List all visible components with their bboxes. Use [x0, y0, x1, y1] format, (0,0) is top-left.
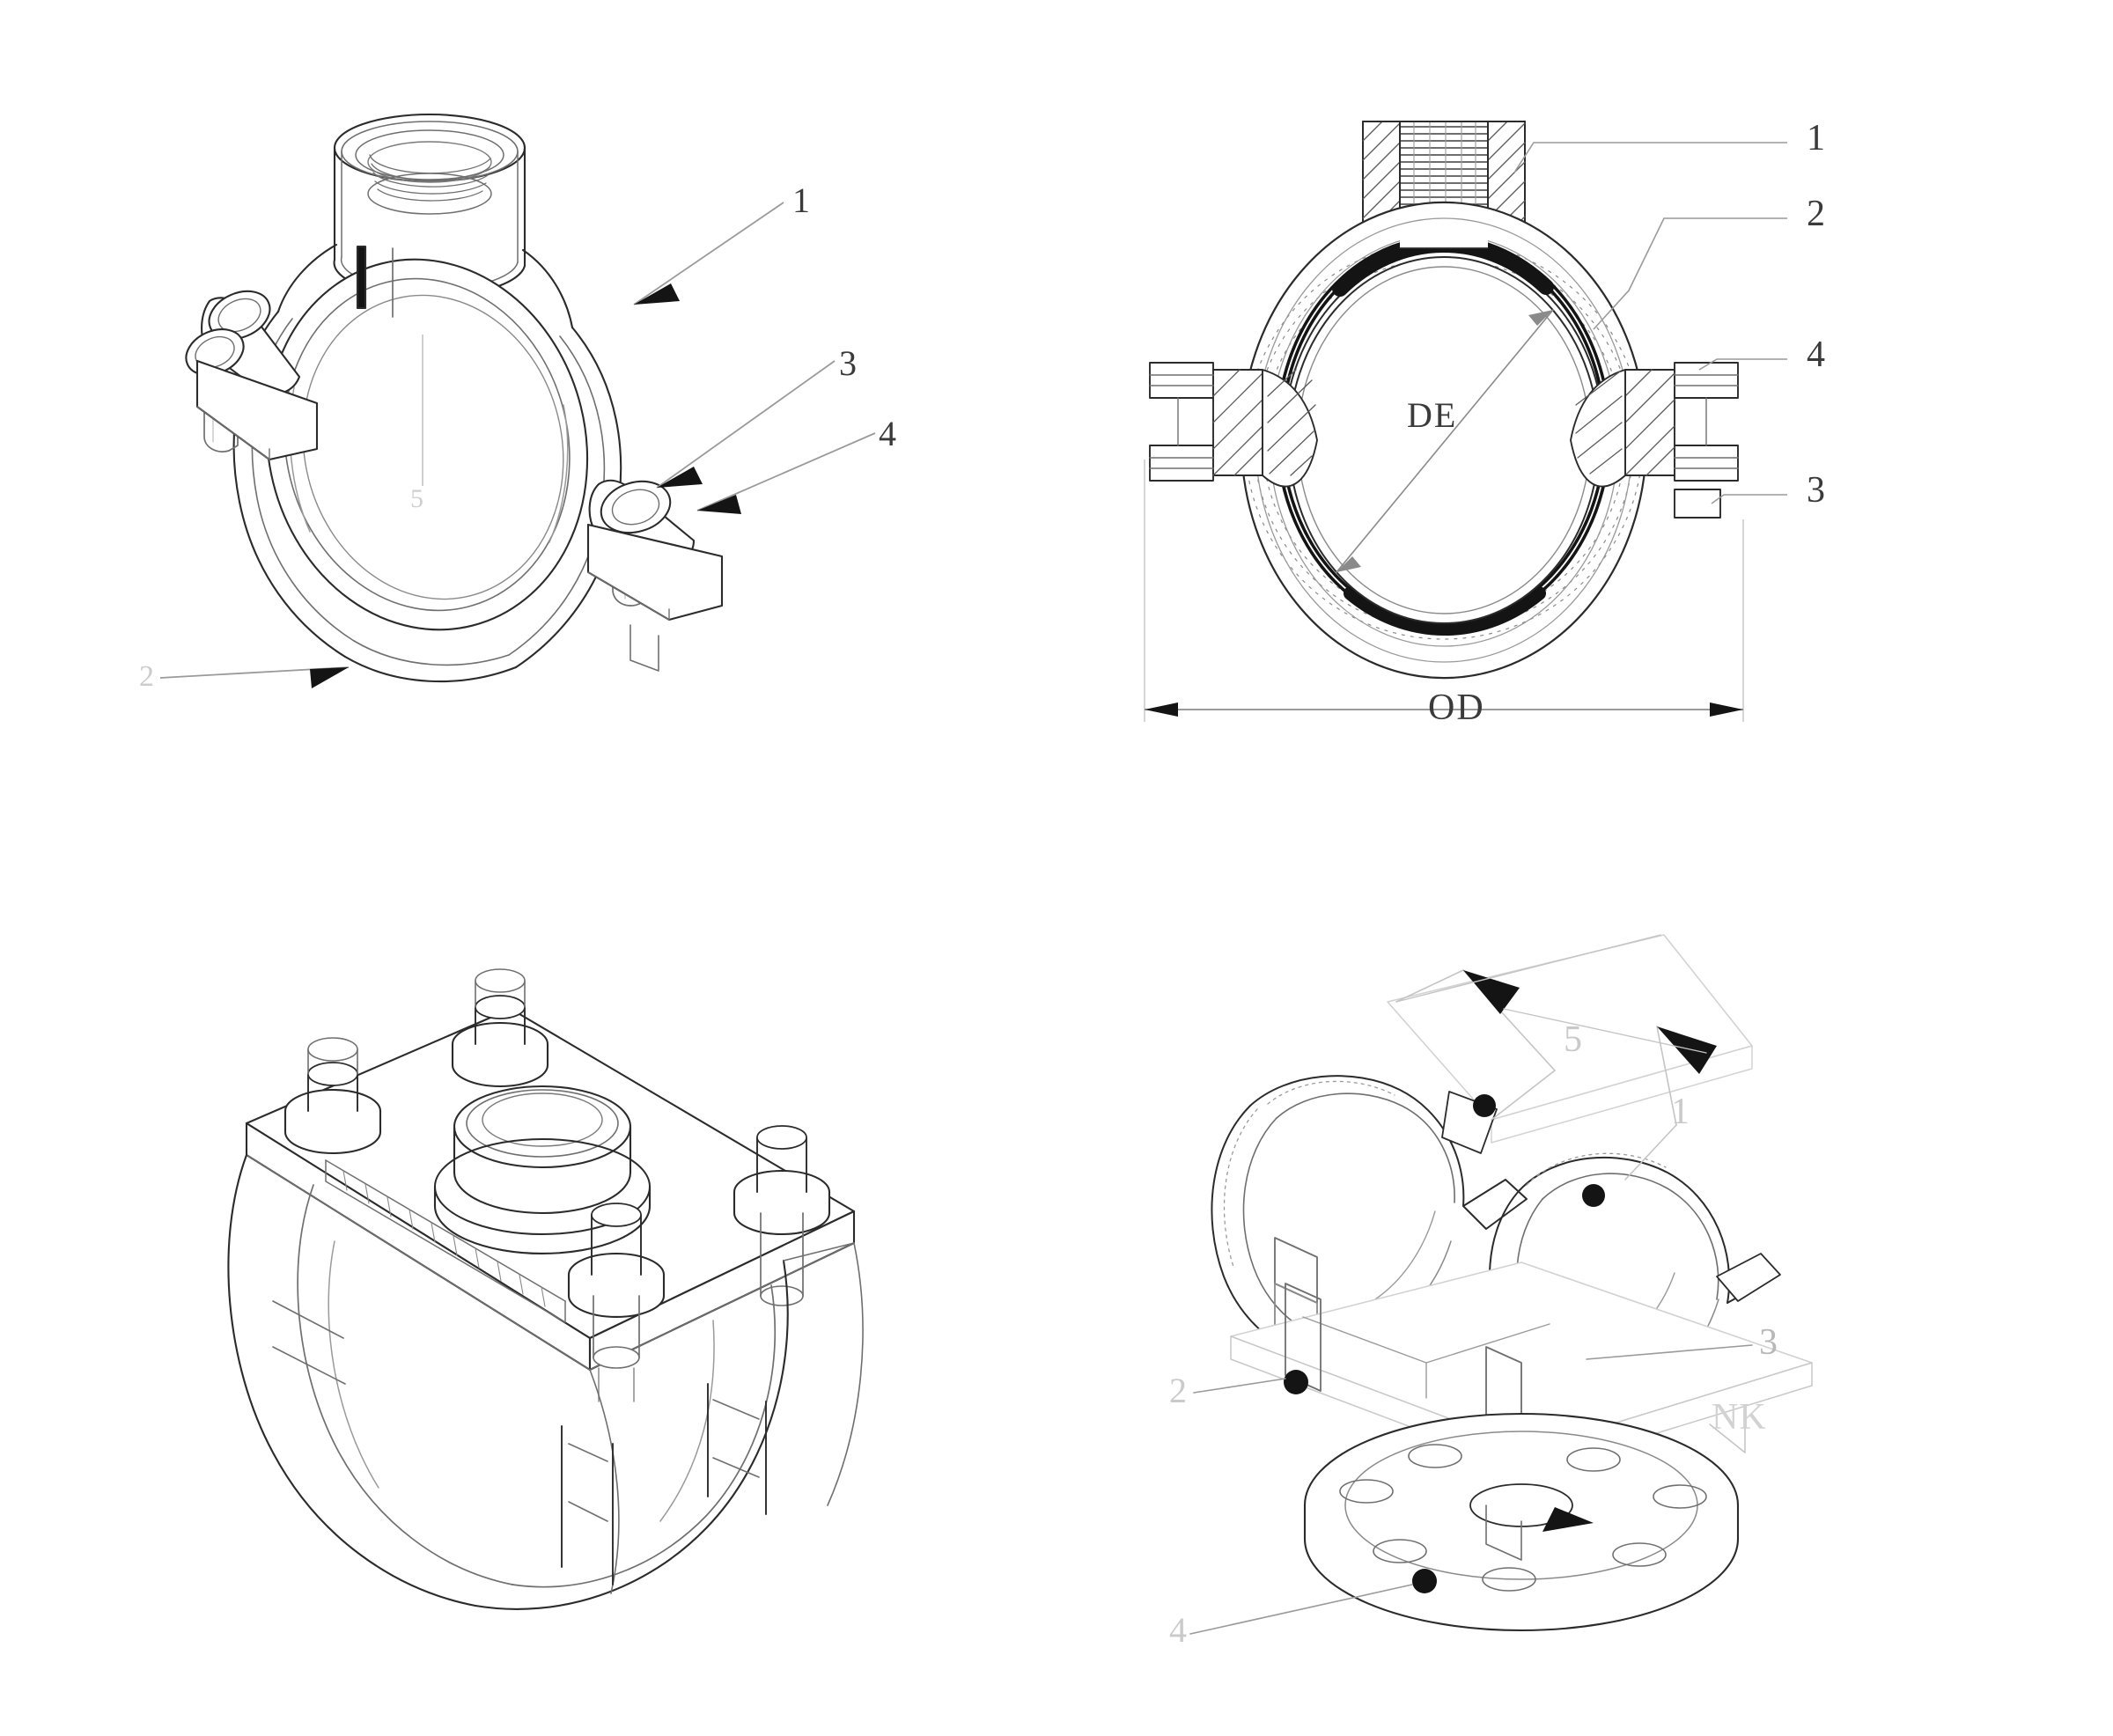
callout-v2-2: 2: [1807, 194, 1825, 234]
callout-v2-4: 4: [1807, 335, 1825, 375]
callout-v4-1: 1: [1671, 1092, 1690, 1132]
callout-v1-5: 5: [410, 484, 423, 513]
dimension-label-de: DE: [1407, 395, 1458, 435]
view-isometric-plain: [220, 951, 907, 1690]
callout-v4-4: 4: [1169, 1610, 1187, 1650]
callout-v4-2: 2: [1169, 1371, 1187, 1410]
callout-v1-2: 2: [139, 660, 154, 693]
view-exploded: [1136, 889, 1858, 1681]
callout-v2-1: 1: [1807, 118, 1825, 158]
view-section: [1136, 106, 1858, 757]
callout-v1-4: 4: [879, 414, 896, 453]
callout-v4-5: 5: [1564, 1019, 1582, 1060]
callout-v1-1: 1: [792, 180, 810, 220]
callout-v2-3: 3: [1807, 470, 1825, 511]
callout-v1-3: 3: [839, 343, 857, 383]
dimension-label-od: OD: [1428, 688, 1485, 728]
callout-v4-3: 3: [1759, 1322, 1778, 1363]
view-isometric-assembled: [106, 97, 951, 748]
dimension-label-nk: NK: [1712, 1397, 1767, 1438]
